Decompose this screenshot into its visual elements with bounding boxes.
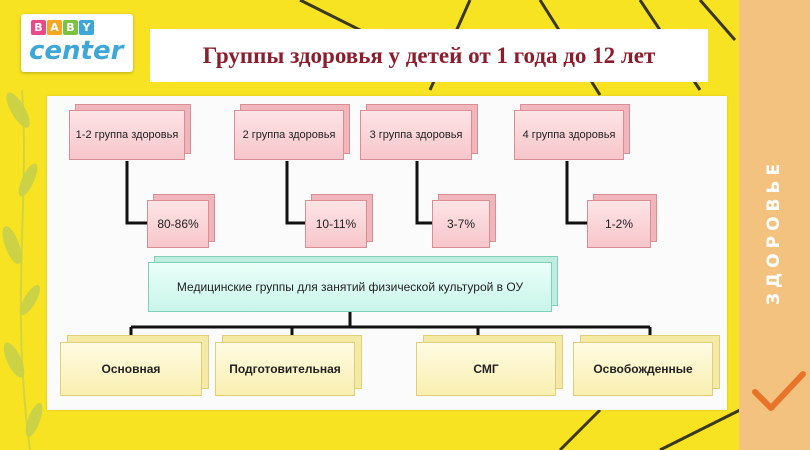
category-exempt-box: Освобожденные: [573, 342, 713, 396]
medical-groups-box: Медицинские группы для занятий физическо…: [148, 262, 552, 312]
health-group-label: 4 группа здоровья: [522, 129, 616, 141]
category-basic-box: Основная: [60, 342, 202, 396]
health-group-3-value: 3-7%: [432, 200, 490, 248]
health-group-3-box: 3 группа здоровья: [360, 110, 472, 160]
health-group-4-value: 1-2%: [587, 200, 651, 248]
category-label: Подготовительная: [229, 362, 341, 376]
diagram-panel: 1-2 группа здоровья 2 группа здоровья 3 …: [47, 96, 727, 410]
sidebar-category-label: ЗДОРОВЬЕ: [764, 158, 784, 306]
health-group-label: 3 группа здоровья: [369, 129, 463, 141]
baby-center-logo[interactable]: B A B Y center: [21, 14, 133, 72]
checkmark-icon: [752, 371, 806, 411]
health-group-1-box: 1-2 группа здоровья: [69, 110, 185, 160]
health-group-label: 1-2 группа здоровья: [75, 129, 179, 141]
category-label: Освобожденные: [593, 362, 693, 376]
health-group-label: 2 группа здоровья: [242, 129, 336, 141]
logo-letter: Y: [79, 20, 94, 35]
logo-letter: B: [31, 20, 46, 35]
logo-letters: B A B Y: [31, 20, 94, 35]
health-group-percent: 10-11%: [315, 217, 357, 231]
health-group-2-value: 10-11%: [305, 200, 367, 248]
title-banner: Группы здоровья у детей от 1 года до 12 …: [150, 29, 708, 82]
health-group-1-value: 80-86%: [147, 200, 209, 248]
connector-group-2: [285, 161, 305, 225]
category-label: СМГ: [473, 362, 499, 376]
logo-letter: B: [63, 20, 78, 35]
category-smg-box: СМГ: [416, 342, 556, 396]
category-label: Основная: [101, 362, 161, 376]
health-group-percent: 3-7%: [446, 217, 475, 231]
page-title: Группы здоровья у детей от 1 года до 12 …: [202, 42, 656, 68]
connector-group-4: [565, 161, 587, 225]
health-group-4-box: 4 группа здоровья: [514, 110, 624, 160]
health-group-percent: 80-86%: [157, 217, 199, 231]
logo-letter: A: [47, 20, 62, 35]
medical-groups-label: Медицинские группы для занятий физическо…: [176, 280, 524, 294]
logo-word: center: [29, 36, 124, 66]
connector-lines: [125, 161, 652, 342]
health-group-percent: 1-2%: [604, 217, 633, 231]
category-preparatory-box: Подготовительная: [215, 342, 355, 396]
connector-group-3: [415, 161, 432, 225]
connector-group-1: [125, 161, 147, 225]
health-group-2-box: 2 группа здоровья: [234, 110, 344, 160]
